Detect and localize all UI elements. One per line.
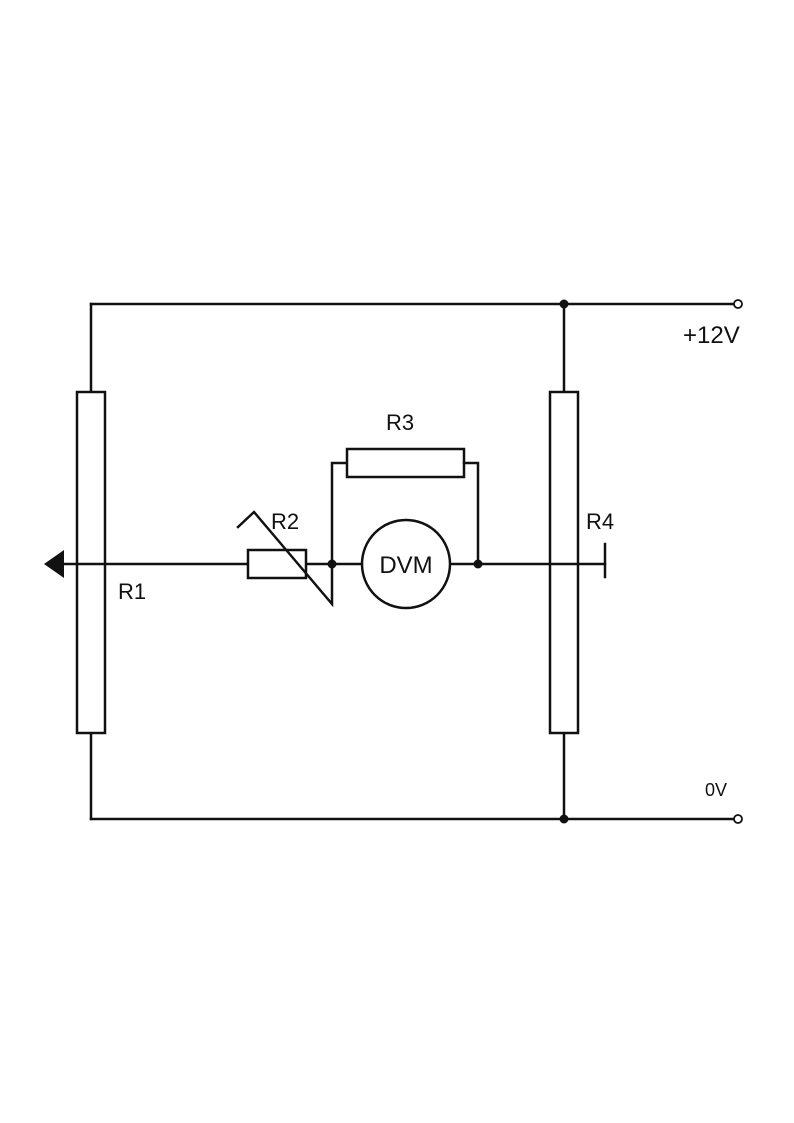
junction-bottom (559, 814, 569, 824)
r4-label: R4 (586, 509, 614, 534)
dvm-meter (360, 518, 452, 610)
r3-right-lead (462, 461, 480, 566)
junction-dvm-right (473, 559, 483, 569)
r3-resistor (345, 447, 466, 479)
r1-resistor (75, 390, 107, 735)
terminal-ground (733, 814, 743, 824)
junction-top (559, 299, 569, 309)
r3-left-lead (330, 461, 349, 566)
r2-resistor (246, 548, 308, 580)
dvm-label: DVM (379, 552, 432, 579)
r2-variable-arrow (236, 510, 334, 608)
r1-label: R1 (118, 579, 146, 604)
junction-dvm-left (327, 559, 337, 569)
terminal-positive (733, 299, 743, 309)
r4-resistor (548, 390, 580, 735)
r3-label: R3 (386, 410, 414, 435)
positive-terminal-label: +12V (683, 322, 740, 349)
r2-label: R2 (271, 509, 299, 534)
r1-wiper-arrow (44, 550, 64, 578)
ground-terminal-label: 0V (705, 780, 727, 800)
